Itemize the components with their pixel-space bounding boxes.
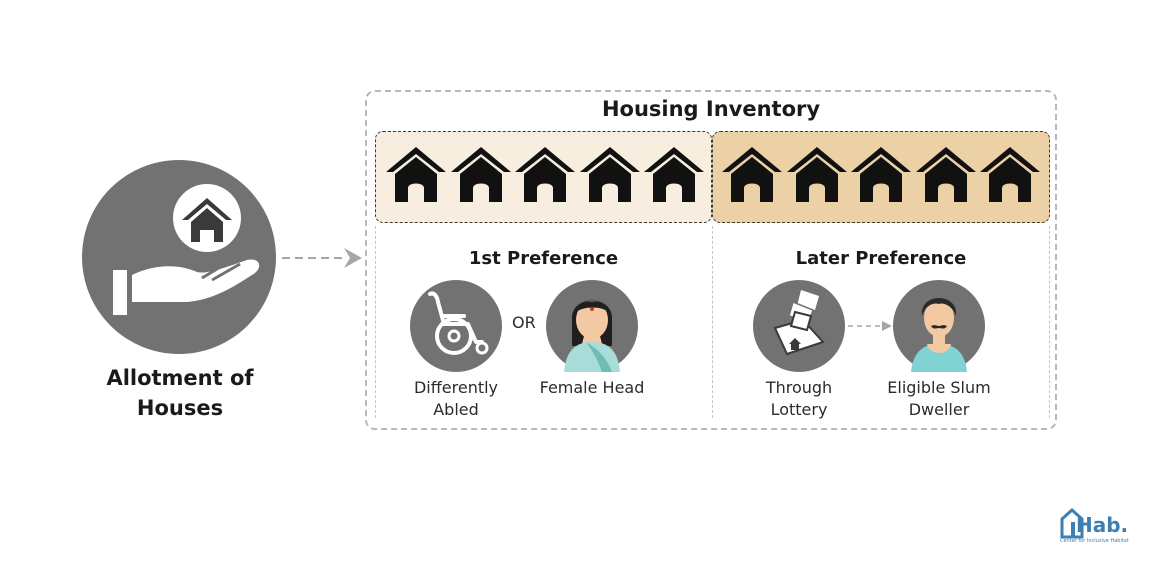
differently-abled-circle <box>410 280 502 372</box>
differently-abled-label: Differently Abled <box>413 378 499 419</box>
house-icon <box>722 147 782 202</box>
woman-avatar-icon <box>564 300 620 372</box>
house-icon <box>579 147 640 202</box>
house-icon <box>450 147 511 202</box>
first-preference-title: 1st Preference <box>468 248 619 269</box>
house-icon <box>386 147 446 202</box>
ballot-box-icon <box>773 290 825 356</box>
house-icon <box>644 147 704 202</box>
house-icon <box>786 147 847 202</box>
man-avatar-icon <box>911 298 967 372</box>
lottery-circle <box>753 280 845 372</box>
allotment-title: Allotment of Houses <box>106 366 254 420</box>
house-logo-icon <box>1060 507 1084 539</box>
allotment-circle <box>82 160 276 354</box>
later-preference-title: Later Preference <box>795 248 967 269</box>
housing-panel <box>365 90 1057 430</box>
ihab-logo: Hab. Center for Inclusive Habitat <box>1060 507 1140 547</box>
logo-subtitle: Center for Inclusive Habitat <box>1060 538 1129 544</box>
house-icon <box>515 147 575 202</box>
lottery-label: Through Lottery <box>765 378 833 419</box>
wheelchair-icon <box>428 291 489 355</box>
divider-right <box>1049 226 1050 418</box>
lottery-arrow <box>848 321 892 331</box>
logo-text: Hab. <box>1076 513 1129 537</box>
inventory-title: Housing Inventory <box>601 97 821 121</box>
female-head-label: Female Head <box>539 378 645 397</box>
or-connector: OR <box>512 313 536 332</box>
hand-holding-house-icon <box>113 184 260 315</box>
house-icon <box>980 147 1040 202</box>
house-icon <box>915 147 976 202</box>
female-head-circle <box>546 280 638 372</box>
divider-middle <box>712 226 713 418</box>
slum-dweller-circle <box>893 280 985 372</box>
connector-arrow <box>282 248 362 268</box>
slum-dweller-label: Eligible Slum Dweller <box>887 378 991 419</box>
divider-left <box>375 226 376 418</box>
house-icon <box>851 147 911 202</box>
